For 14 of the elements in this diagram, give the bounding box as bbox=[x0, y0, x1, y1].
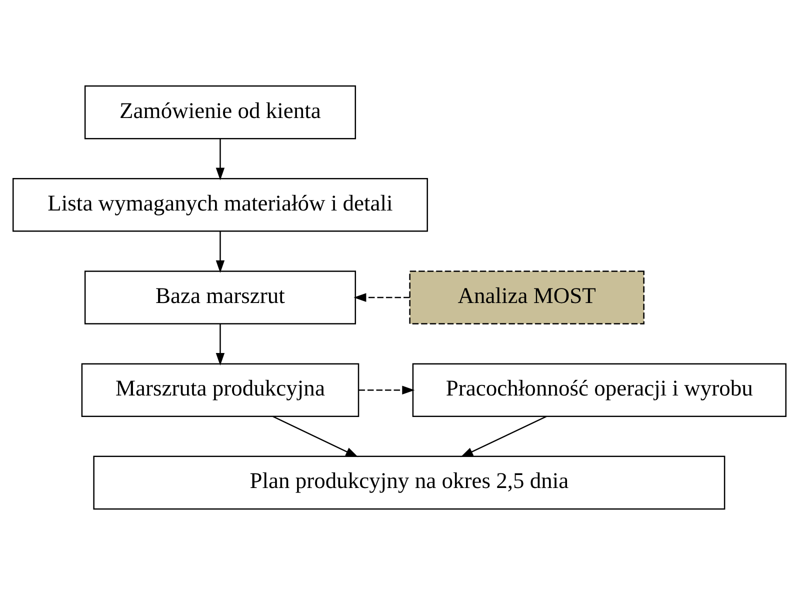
node-box: Lista wymaganych materiałów i detali bbox=[12, 178, 428, 232]
node-box: Pracochłonność operacji i wyrobu bbox=[412, 362, 786, 416]
arrow bbox=[216, 323, 225, 365]
arrow bbox=[216, 230, 225, 272]
node-box: Marszruta produkcyjna bbox=[81, 362, 360, 416]
arrow bbox=[358, 385, 415, 394]
node-box: Analiza MOST bbox=[409, 270, 644, 324]
node-box: Baza marszrut bbox=[84, 270, 356, 324]
node-box: Plan produkcyjny na okres 2,5 dnia bbox=[93, 455, 726, 510]
arrow bbox=[272, 415, 358, 457]
arrow bbox=[460, 415, 547, 457]
node-box: Zamówienie od kienta bbox=[84, 84, 356, 139]
arrow bbox=[354, 292, 410, 302]
arrow bbox=[216, 138, 225, 180]
